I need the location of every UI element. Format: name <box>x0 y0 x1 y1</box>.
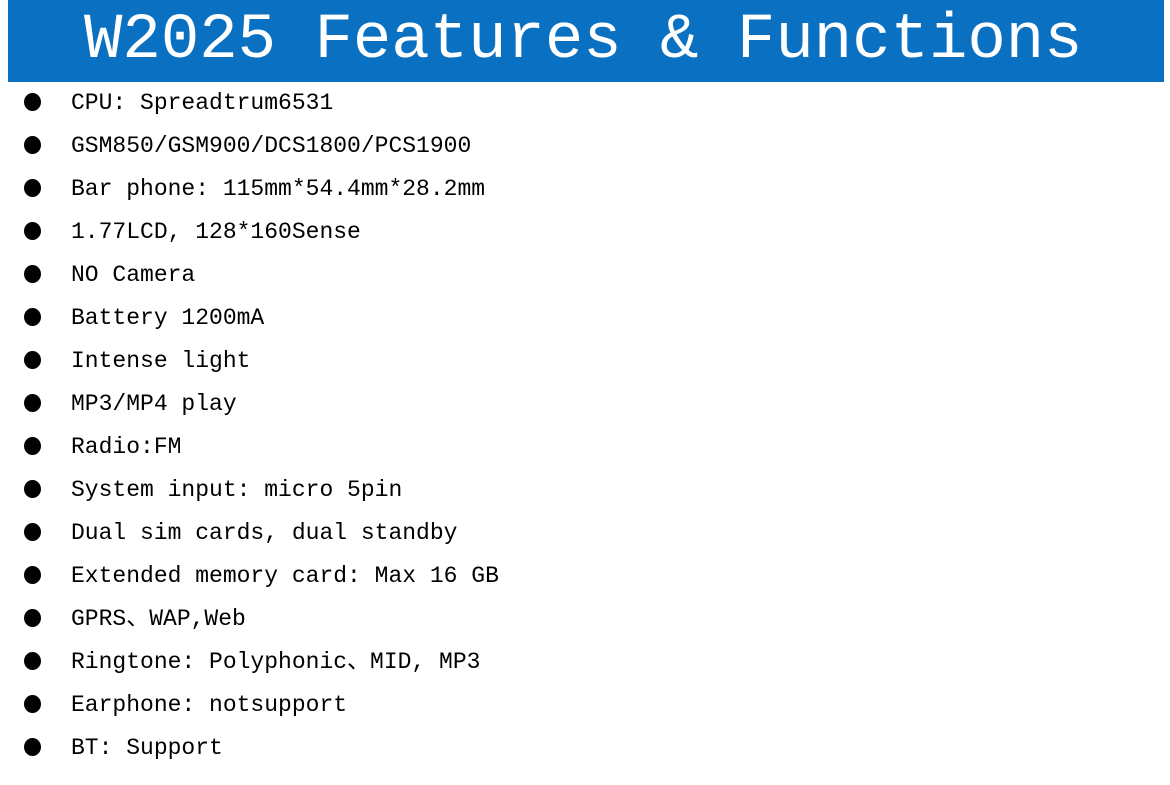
list-item: BT: Support <box>0 731 1000 774</box>
feature-text: BT: Support <box>71 735 223 761</box>
list-item: NO Camera <box>0 258 1000 301</box>
bullet-icon <box>24 609 41 627</box>
feature-text: CPU: Spreadtrum6531 <box>71 90 334 116</box>
list-item: CPU: Spreadtrum6531 <box>0 86 1000 129</box>
bullet-icon <box>24 437 41 455</box>
feature-text: System input: micro 5pin <box>71 477 403 503</box>
list-item: GPRS、WAP,Web <box>0 602 1000 645</box>
bullet-icon <box>24 394 41 412</box>
feature-text: Radio:FM <box>71 434 182 460</box>
feature-text: MP3/MP4 play <box>71 391 237 417</box>
bullet-icon <box>24 265 41 283</box>
feature-text: 1.77LCD, 128*160Sense <box>71 219 361 245</box>
list-item: Battery 1200mA <box>0 301 1000 344</box>
feature-text: Bar phone: 115mm*54.4mm*28.2mm <box>71 176 486 202</box>
bullet-icon <box>24 738 41 756</box>
bullet-icon <box>24 695 41 713</box>
feature-text: Ringtone: Polyphonic、MID, MP3 <box>71 649 481 675</box>
list-item: MP3/MP4 play <box>0 387 1000 430</box>
page-title: W2025 Features & Functions <box>84 5 1083 77</box>
bullet-icon <box>24 136 41 154</box>
bullet-icon <box>24 523 41 541</box>
feature-text: GPRS、WAP,Web <box>71 606 246 632</box>
list-item: Radio:FM <box>0 430 1000 473</box>
list-item: 1.77LCD, 128*160Sense <box>0 215 1000 258</box>
bullet-icon <box>24 351 41 369</box>
list-item: Earphone: notsupport <box>0 688 1000 731</box>
feature-text: Battery 1200mA <box>71 305 265 331</box>
list-item: Dual sim cards, dual standby <box>0 516 1000 559</box>
feature-text: Extended memory card: Max 16 GB <box>71 563 499 589</box>
bullet-icon <box>24 179 41 197</box>
list-item: GSM850/GSM900/DCS1800/PCS1900 <box>0 129 1000 172</box>
list-item: Intense light <box>0 344 1000 387</box>
bullet-icon <box>24 222 41 240</box>
title-banner: W2025 Features & Functions <box>8 0 1164 82</box>
list-item: Bar phone: 115mm*54.4mm*28.2mm <box>0 172 1000 215</box>
feature-text: Dual sim cards, dual standby <box>71 520 458 546</box>
feature-text: GSM850/GSM900/DCS1800/PCS1900 <box>71 133 472 159</box>
feature-text: Earphone: notsupport <box>71 692 348 718</box>
feature-list: CPU: Spreadtrum6531 GSM850/GSM900/DCS180… <box>0 86 1000 774</box>
list-item: Ringtone: Polyphonic、MID, MP3 <box>0 645 1000 688</box>
bullet-icon <box>24 308 41 326</box>
bullet-icon <box>24 652 41 670</box>
bullet-icon <box>24 93 41 111</box>
bullet-icon <box>24 566 41 584</box>
feature-text: NO Camera <box>71 262 196 288</box>
list-item: Extended memory card: Max 16 GB <box>0 559 1000 602</box>
feature-text: Intense light <box>71 348 251 374</box>
list-item: System input: micro 5pin <box>0 473 1000 516</box>
bullet-icon <box>24 480 41 498</box>
